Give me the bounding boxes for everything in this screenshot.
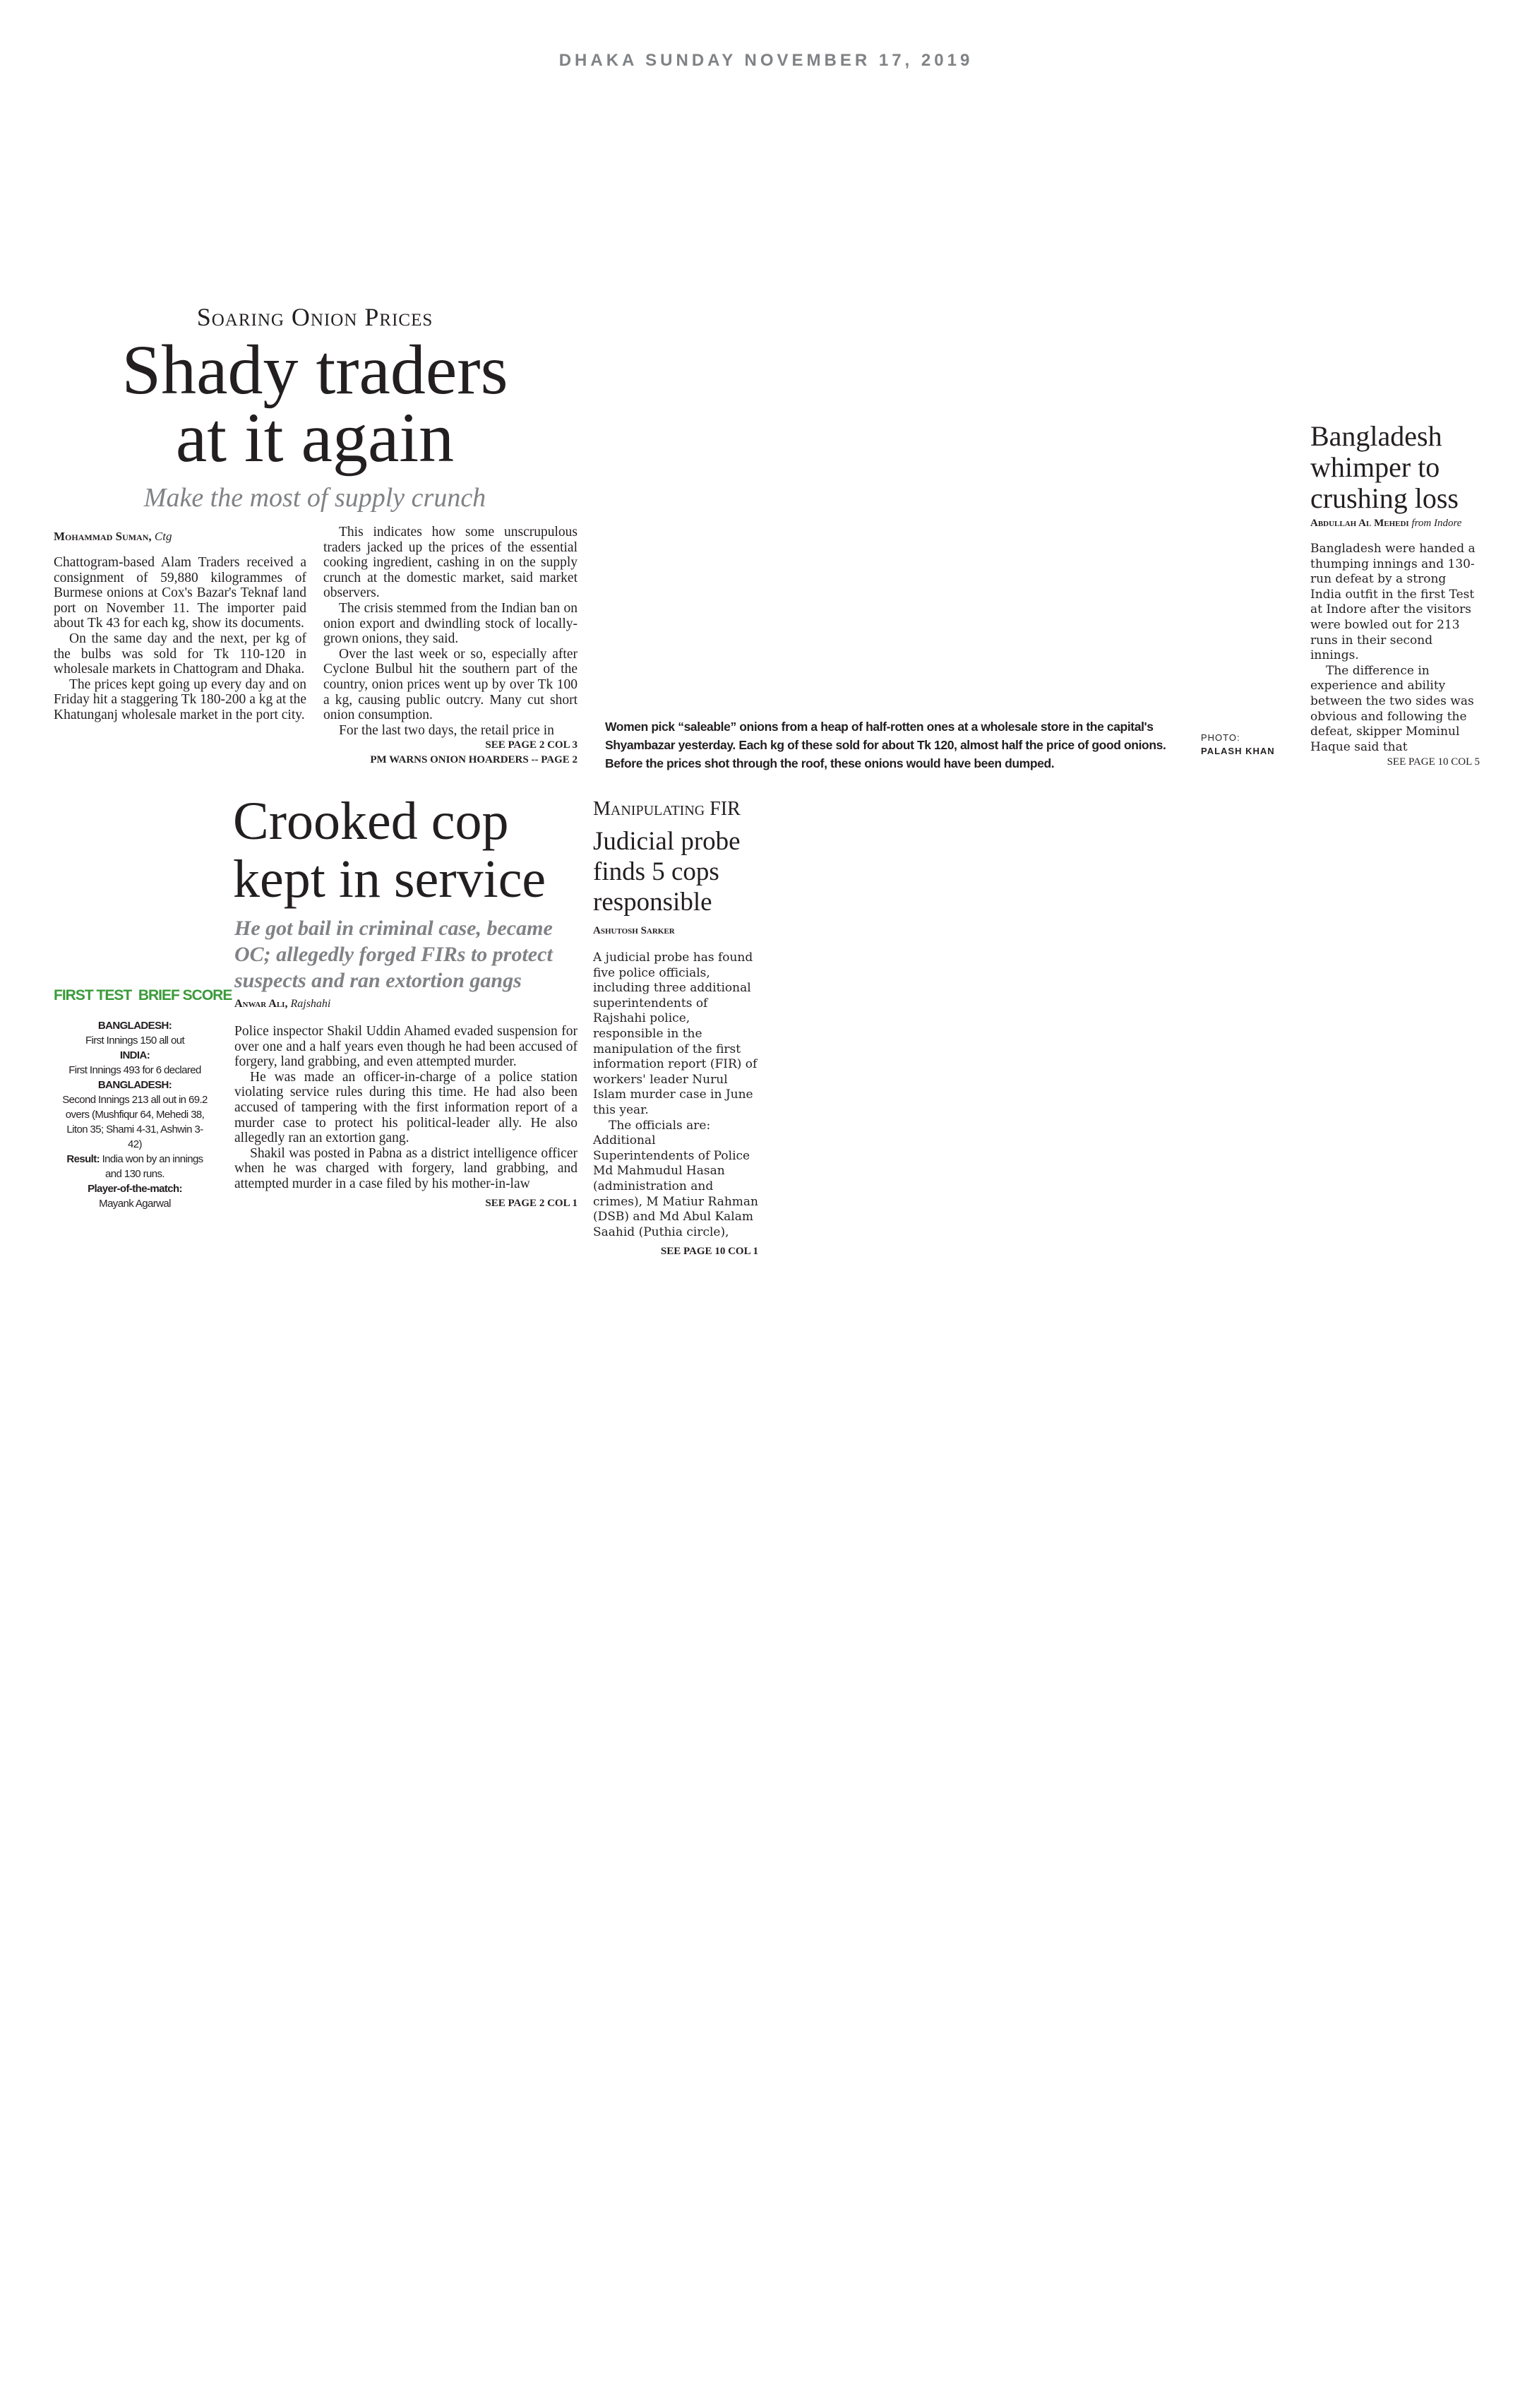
paragraph: For the last two days, the retail price …	[339, 722, 554, 738]
headline-line: crushing loss	[1310, 482, 1459, 514]
score-label: Result:	[66, 1153, 100, 1165]
paragraph: A judicial probe has found five police o…	[593, 950, 758, 1117]
byline-name: Abdullah Al Mehedi	[1310, 518, 1409, 529]
paragraph: This indicates how some unscrupulous tra…	[323, 525, 578, 601]
score-label: BANGLADESH:	[97, 1020, 172, 1032]
story-headline[interactable]: Shady traders at it again	[54, 330, 576, 477]
score-text: Second Innings 213 all out in 69.2 overs…	[62, 1094, 208, 1150]
story-body: Police inspector Shakil Uddin Ahamed eva…	[234, 1024, 578, 1211]
story-headline[interactable]: Judicial probe finds 5 cops responsible	[593, 826, 762, 917]
story-headline[interactable]: Bangladesh whimper to crushing loss	[1310, 421, 1487, 514]
photo-placeholder	[604, 212, 1303, 713]
dateline: DHAKA SUNDAY NOVEMBER 17, 2019	[558, 51, 974, 70]
byline-place: Rajshahi	[290, 998, 331, 1010]
story-subhead: Make the most of supply crunch	[143, 483, 486, 513]
score-text: First Innings 150 all out	[85, 1035, 185, 1047]
byline: Mohammad Suman, Ctg	[54, 530, 172, 544]
paragraph: Police inspector Shakil Uddin Ahamed eva…	[234, 1024, 578, 1070]
score-line: Result: India won by an innings and 130 …	[61, 1152, 209, 1181]
headline-line: kept in service	[233, 850, 546, 909]
headline-line: responsible	[593, 888, 712, 917]
jump-link[interactable]: SEE PAGE 10 COL 5	[1387, 756, 1480, 768]
brief-score-title: FIRST TEST BRIEF SCORE	[54, 987, 232, 1003]
headline-line: whimper to	[1310, 451, 1440, 483]
headline-line: at it again	[175, 398, 455, 477]
paragraph: The prices kept going up every day and o…	[54, 676, 306, 722]
paragraph: Chattogram-based Alam Traders received a…	[54, 555, 306, 631]
headline-line: finds 5 cops	[593, 857, 719, 886]
body-column-2: This indicates how some unscrupulous tra…	[323, 525, 578, 768]
score-line: BANGLADESH: Second Innings 213 all out in…	[61, 1078, 209, 1152]
credit-name: PALASH KHAN	[1201, 746, 1275, 756]
story-headline[interactable]: Crooked cop kept in service	[233, 792, 586, 908]
story-body: Bangladesh were handed a thumping inning…	[1310, 542, 1480, 770]
score-label: BANGLADESH:	[97, 1079, 172, 1091]
paragraph: On the same day and the next, per kg of …	[54, 631, 306, 677]
byline: Abdullah Al Mehedi from Indore	[1310, 518, 1461, 530]
score-list: BANGLADESH: First Innings 150 all out IND…	[61, 1018, 209, 1211]
byline: Anwar Ali, Rajshahi	[234, 998, 330, 1011]
body-column-1: Chattogram-based Alam Traders received a…	[54, 555, 306, 723]
jump-link[interactable]: SEE PAGE 10 COL 1	[660, 1246, 758, 1258]
headline-line: Crooked cop	[233, 792, 509, 851]
score-label: Player-of-the-match:	[88, 1183, 182, 1195]
byline: Ashutosh Sarker	[593, 925, 675, 936]
byline-name: Mohammad Suman,	[54, 530, 152, 543]
photo-caption: Women pick “saleable” onions from a heap…	[605, 720, 1166, 770]
story-kicker[interactable]: Soaring Onion Prices	[196, 303, 433, 331]
byline-place: from Indore	[1411, 518, 1462, 529]
paragraph: Shakil was posted in Pabna as a district…	[234, 1145, 578, 1191]
related-link[interactable]: PM WARNS ONION HOARDERS -- PAGE 2	[370, 754, 578, 766]
score-line: BANGLADESH: First Innings 150 all out	[61, 1018, 209, 1048]
paragraph: Bangladesh were handed a thumping inning…	[1310, 542, 1476, 663]
story-subhead: He got bail in criminal case, became OC;…	[234, 917, 553, 992]
score-line: Player-of-the-match: Mayank Agarwal	[61, 1181, 209, 1211]
jump-link[interactable]: SEE PAGE 2 COL 3	[485, 739, 578, 751]
paragraph: The crisis stemmed from the Indian ban o…	[323, 600, 578, 647]
paragraph: He was made an officer-in-charge of a po…	[234, 1069, 578, 1146]
score-text: Mayank Agarwal	[99, 1198, 171, 1210]
paragraph: Over the last week or so, especially aft…	[323, 646, 578, 723]
score-label: INDIA:	[119, 1049, 150, 1061]
credit-label: PHOTO:	[1201, 732, 1240, 743]
headline-line: Judicial probe	[593, 827, 741, 856]
jump-link[interactable]: SEE PAGE 2 COL 1	[485, 1197, 578, 1209]
headline-line: Bangladesh	[1310, 420, 1442, 452]
paragraph: The difference in experience and ability…	[1310, 663, 1474, 754]
byline-place: Ctg	[154, 530, 172, 543]
story-body: A judicial probe has found five police o…	[593, 950, 758, 1259]
story-kicker[interactable]: Manipulating FIR	[593, 798, 741, 820]
score-text: India won by an innings and 130 runs.	[102, 1153, 204, 1180]
byline-name: Anwar Ali,	[234, 998, 288, 1010]
score-text: First Innings 493 for 6 declared	[68, 1064, 201, 1076]
score-line: INDIA: First Innings 493 for 6 declared	[61, 1048, 209, 1078]
paragraph: The officials are: Additional Superinten…	[593, 1118, 759, 1239]
photo-credit: PHOTO: PALASH KHAN	[1201, 731, 1275, 758]
headline-line: Shady traders	[121, 330, 508, 409]
